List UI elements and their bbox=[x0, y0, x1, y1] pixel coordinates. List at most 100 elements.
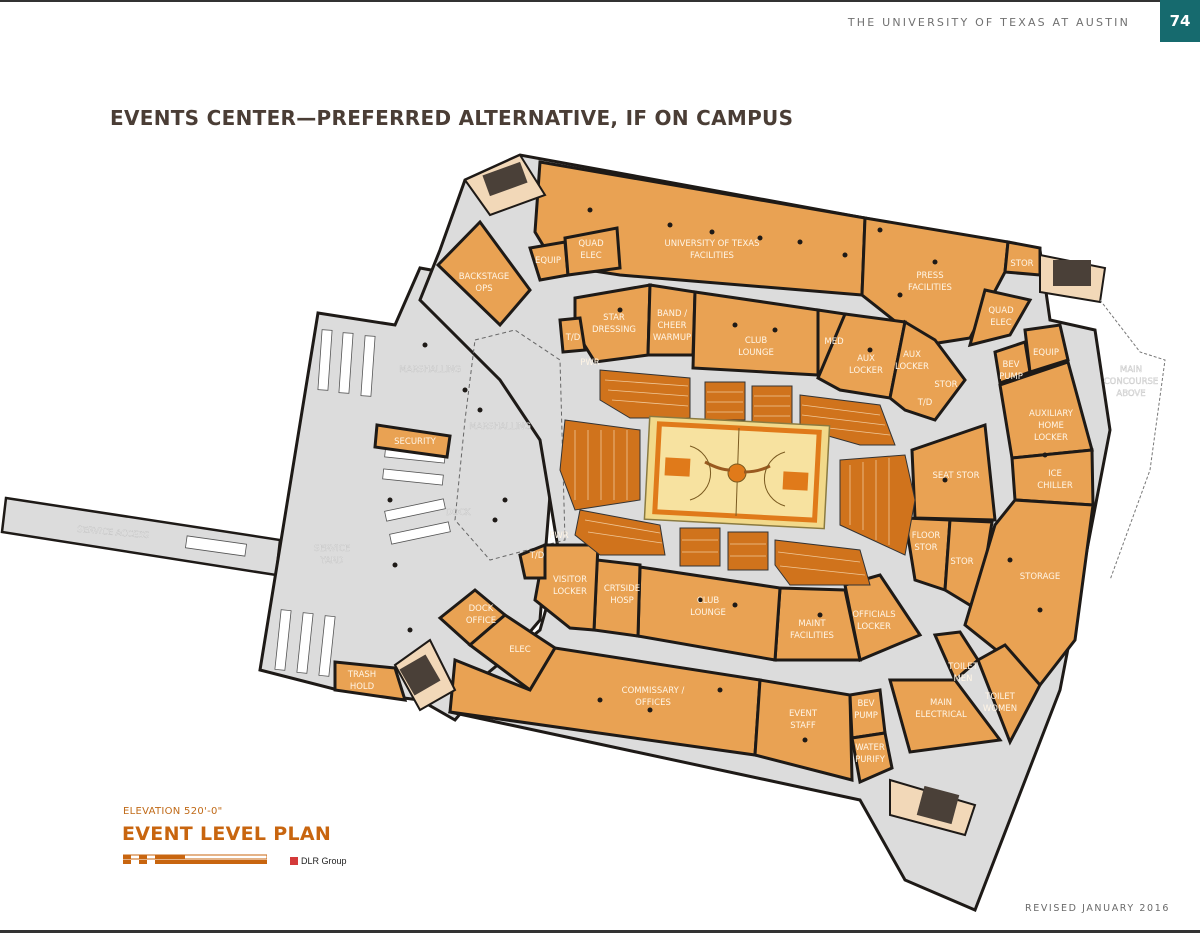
stair-core-nw bbox=[463, 153, 547, 217]
svg-text:AUX: AUX bbox=[857, 354, 875, 364]
room-security bbox=[373, 423, 452, 459]
room-event-staff bbox=[753, 678, 854, 782]
svg-text:AUX: AUX bbox=[903, 350, 921, 360]
svg-text:ELEC: ELEC bbox=[509, 645, 530, 655]
room-toilet-women bbox=[976, 643, 1042, 746]
svg-text:DRESSING: DRESSING bbox=[592, 325, 636, 335]
room-water-purify bbox=[850, 731, 894, 785]
svg-text:QUAD: QUAD bbox=[578, 239, 604, 249]
svg-text:STAFF: STAFF bbox=[790, 721, 816, 731]
svg-text:YARD: YARD bbox=[320, 556, 344, 566]
svg-text:T/D: T/D bbox=[565, 333, 581, 343]
svg-text:CLUB: CLUB bbox=[697, 596, 719, 606]
plan-title: EVENT LEVEL PLAN bbox=[122, 823, 332, 845]
svg-text:CLUB: CLUB bbox=[745, 336, 767, 346]
svg-text:MED: MED bbox=[824, 337, 844, 347]
main-concourse-outline bbox=[1099, 299, 1166, 581]
svg-text:STOR: STOR bbox=[914, 543, 937, 553]
svg-text:HOLD: HOLD bbox=[350, 682, 375, 692]
svg-text:MARSHALLING: MARSHALLING bbox=[469, 422, 531, 432]
seating-bowl bbox=[559, 369, 916, 586]
svg-text:LOCKER: LOCKER bbox=[857, 622, 891, 632]
svg-text:BEV: BEV bbox=[857, 699, 874, 709]
svg-text:CRTSIDE: CRTSIDE bbox=[604, 584, 640, 594]
svg-text:AUXILIARY: AUXILIARY bbox=[1029, 409, 1074, 419]
svg-text:DOCK: DOCK bbox=[469, 604, 494, 614]
svg-text:ELEC: ELEC bbox=[990, 318, 1011, 328]
svg-text:MARSHALLING: MARSHALLING bbox=[399, 365, 461, 375]
header-organization: THE UNIVERSITY OF TEXAS AT AUSTIN bbox=[847, 16, 1130, 29]
page-title: EVENTS CENTER—PREFERRED ALTERNATIVE, IF … bbox=[110, 106, 794, 130]
svg-text:OFFICE: OFFICE bbox=[466, 616, 496, 626]
svg-text:WARMUP: WARMUP bbox=[653, 333, 691, 343]
stair-core-se bbox=[889, 778, 977, 837]
svg-text:MEN: MEN bbox=[953, 674, 972, 684]
svg-text:T/D: T/D bbox=[529, 551, 545, 561]
svg-text:STOR: STOR bbox=[934, 380, 957, 390]
svg-text:PWR: PWR bbox=[580, 358, 600, 368]
svg-text:LOCKER: LOCKER bbox=[849, 366, 883, 376]
svg-text:BAND /: BAND / bbox=[657, 309, 687, 319]
svg-text:ICE: ICE bbox=[1048, 469, 1062, 479]
svg-text:T/D: T/D bbox=[917, 398, 933, 408]
svg-text:FACILITIES: FACILITIES bbox=[690, 251, 734, 261]
svg-text:COMMISSARY /: COMMISSARY / bbox=[622, 686, 685, 696]
room-aux-locker-1 bbox=[816, 312, 907, 400]
svg-text:EQUIP: EQUIP bbox=[535, 256, 561, 266]
svg-text:UNIVERSITY OF TEXAS: UNIVERSITY OF TEXAS bbox=[664, 239, 759, 249]
svg-text:ABOVE: ABOVE bbox=[1116, 389, 1145, 399]
room-band-cheer bbox=[646, 283, 697, 357]
svg-text:STORAGE: STORAGE bbox=[1020, 572, 1060, 582]
svg-text:BACKSTAGE: BACKSTAGE bbox=[459, 272, 510, 282]
svg-text:PUMP: PUMP bbox=[854, 711, 878, 721]
svg-text:PWR: PWR bbox=[549, 531, 569, 541]
svg-text:OFFICES: OFFICES bbox=[635, 698, 671, 708]
svg-text:STOR: STOR bbox=[1010, 259, 1033, 269]
stair-core-ne bbox=[1039, 253, 1107, 304]
basketball-court bbox=[643, 415, 831, 530]
svg-text:DOCK: DOCK bbox=[446, 508, 471, 518]
room-backstage-ops bbox=[435, 219, 532, 328]
svg-text:LOCKER: LOCKER bbox=[895, 362, 929, 372]
room-quad-elec-e bbox=[967, 288, 1033, 348]
firm-logo-icon bbox=[290, 857, 298, 865]
svg-text:SEAT STOR: SEAT STOR bbox=[933, 471, 980, 481]
svg-text:PUMP: PUMP bbox=[999, 372, 1023, 382]
top-rule bbox=[0, 0, 1200, 2]
svg-text:HOSP: HOSP bbox=[610, 596, 634, 606]
firm-name: DLR Group bbox=[301, 856, 347, 866]
page-number-badge: 74 bbox=[1160, 0, 1200, 42]
svg-text:PURIFY: PURIFY bbox=[855, 755, 886, 765]
svg-text:ELEC: ELEC bbox=[580, 251, 601, 261]
svg-text:WATER: WATER bbox=[855, 743, 885, 753]
svg-text:QUAD: QUAD bbox=[988, 306, 1014, 316]
svg-text:MAINT: MAINT bbox=[798, 619, 826, 629]
svg-text:FACILITIES: FACILITIES bbox=[908, 283, 952, 293]
svg-text:HOME: HOME bbox=[1038, 421, 1064, 431]
room-trash-hold bbox=[333, 660, 408, 702]
svg-text:ELECTRICAL: ELECTRICAL bbox=[915, 710, 967, 720]
room-td-sw bbox=[518, 542, 547, 580]
svg-text:MAIN: MAIN bbox=[930, 698, 952, 708]
scale-bar bbox=[123, 854, 267, 864]
svg-text:FLOOR: FLOOR bbox=[912, 531, 941, 541]
svg-text:TRASH: TRASH bbox=[347, 670, 376, 680]
svg-text:FACILITIES: FACILITIES bbox=[790, 631, 834, 641]
svg-text:LOCKER: LOCKER bbox=[1034, 433, 1068, 443]
svg-text:CHILLER: CHILLER bbox=[1037, 481, 1073, 491]
svg-text:BEV: BEV bbox=[1002, 360, 1019, 370]
svg-text:VISITOR: VISITOR bbox=[553, 575, 587, 585]
room-equip-e bbox=[1023, 323, 1070, 374]
svg-text:SECURITY: SECURITY bbox=[394, 437, 437, 447]
svg-text:CONCOURSE: CONCOURSE bbox=[1104, 377, 1159, 387]
svg-text:EVENT: EVENT bbox=[789, 709, 818, 719]
svg-text:PRESS: PRESS bbox=[916, 271, 943, 281]
room-aux-locker-2 bbox=[888, 319, 967, 422]
elevation-label: ELEVATION 520'-0" bbox=[123, 806, 223, 817]
svg-text:LOUNGE: LOUNGE bbox=[690, 608, 726, 618]
column-markers bbox=[387, 207, 1048, 743]
svg-text:LOUNGE: LOUNGE bbox=[738, 348, 774, 358]
svg-text:LOCKER: LOCKER bbox=[553, 587, 587, 597]
firm-logo: DLR Group bbox=[290, 856, 347, 866]
